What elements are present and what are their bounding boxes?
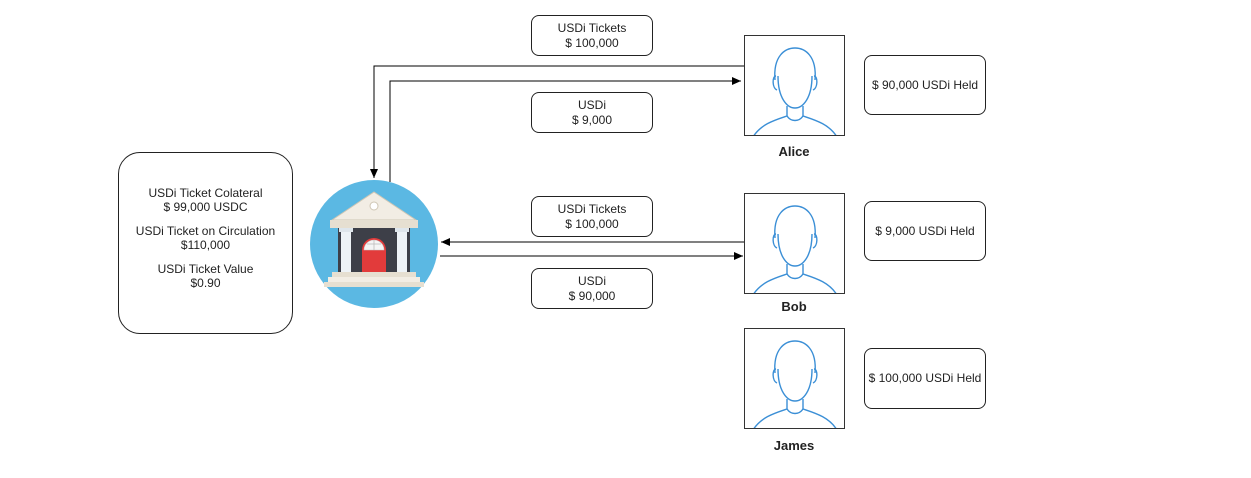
- bob-holdings: $ 9,000 USDi Held: [875, 223, 975, 238]
- flow-bank-to-bob-amount: $ 90,000: [568, 288, 616, 303]
- james-holdings-box: $ 100,000 USDi Held: [864, 348, 986, 409]
- flow-bank-to-bob-asset: USDi: [577, 273, 606, 288]
- james-holdings: $ 100,000 USDi Held: [868, 371, 982, 385]
- bob-avatar: [744, 193, 845, 294]
- arrow-alice-to-bank: [370, 65, 744, 178]
- alice-avatar: [744, 35, 845, 136]
- flow-bob-to-bank-amount: $ 100,000: [565, 216, 619, 231]
- flow-alice-to-bank-label: USDi Tickets $ 100,000: [531, 15, 653, 56]
- circulation-value: $110,000: [180, 238, 231, 252]
- james-avatar: [744, 328, 845, 429]
- alice-name: Alice: [778, 144, 810, 159]
- flow-bank-to-alice-asset: USDi: [577, 97, 606, 112]
- ticket-summary-box: USDi Ticket Colateral $ 99,000 USDC USDi…: [118, 152, 293, 334]
- flow-alice-to-bank-asset: USDi Tickets: [557, 20, 627, 35]
- flow-bob-to-bank-asset: USDi Tickets: [557, 201, 627, 216]
- circulation-label: USDi Ticket on Circulation: [135, 224, 276, 238]
- james-name: James: [773, 438, 815, 453]
- bank-icon: [310, 180, 438, 308]
- alice-holdings-box: $ 90,000 USDi Held: [864, 55, 986, 115]
- bob-name: Bob: [781, 299, 807, 314]
- collateral-value: $ 99,000 USDC: [163, 200, 248, 214]
- user-avatar-icon: [753, 47, 837, 135]
- flow-bob-to-bank-label: USDi Tickets $ 100,000: [531, 196, 653, 237]
- flow-alice-to-bank-amount: $ 100,000: [565, 35, 619, 50]
- flow-bank-to-alice-amount: $ 9,000: [571, 112, 613, 127]
- flow-bank-to-alice-label: USDi $ 9,000: [531, 92, 653, 133]
- user-avatar-icon: [753, 205, 837, 293]
- alice-holdings: $ 90,000 USDi Held: [871, 77, 979, 92]
- user-avatar-icon: [753, 340, 837, 428]
- ticket-value-label: USDi Ticket Value: [157, 262, 254, 276]
- arrow-bank-to-alice: [389, 77, 741, 182]
- bob-holdings-box: $ 9,000 USDi Held: [864, 201, 986, 261]
- ticket-value: $0.90: [190, 276, 221, 290]
- flow-bank-to-bob-label: USDi $ 90,000: [531, 268, 653, 309]
- collateral-label: USDi Ticket Colateral: [148, 186, 263, 200]
